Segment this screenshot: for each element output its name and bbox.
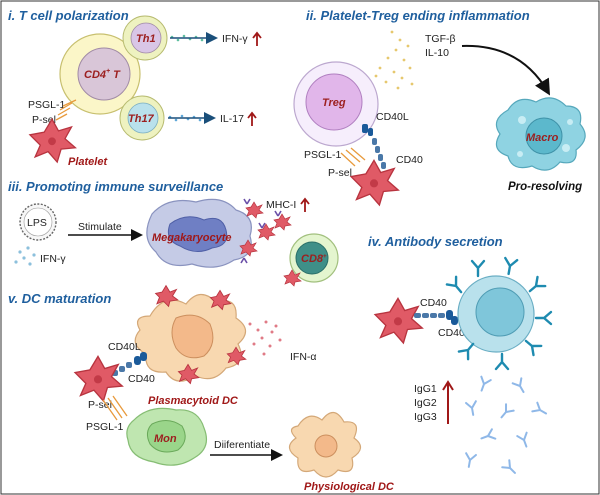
cd4-label: CD4+ T [84, 68, 121, 81]
secreted-antibody [465, 400, 480, 417]
b-cell [457, 275, 535, 353]
macro-label: Macro [526, 132, 559, 144]
cd8-t-cell: CD8+ [289, 233, 339, 283]
megakaryocyte-label: Megakaryocyte [152, 232, 232, 244]
psel-label-p5: P-sel [88, 399, 112, 411]
surface-antibody [524, 275, 547, 297]
cd40l-label-p2: CD40L [376, 111, 409, 123]
cd40-chain-p4 [414, 313, 445, 318]
pro-resolving-label: Pro-resolving [508, 181, 582, 193]
igg3-label: IgG3 [414, 411, 437, 423]
cd40l-label-p5: CD40L [108, 341, 141, 353]
macrophage-cell: Macro [495, 97, 586, 171]
secreted-antibody [462, 452, 477, 469]
differentiate-label: Diiferentiate [214, 439, 270, 451]
psgl1-psel-binding-p5 [102, 395, 128, 421]
plasmacytoid-dc-label: Plasmacytoid DC [148, 395, 239, 407]
secreted-antibody [496, 403, 515, 422]
th17-cell: Th17 [119, 95, 165, 141]
igg1-label: IgG1 [414, 383, 437, 395]
il10-label: IL-10 [425, 47, 449, 59]
physiological-dc-cell [288, 411, 362, 478]
surface-antibody [501, 256, 519, 277]
lps-particle: LPS [19, 203, 57, 241]
cd40-label-p5: CD40 [128, 373, 155, 385]
psgl1-psel-binding-p1 [55, 99, 77, 121]
tgfb-secretion-dots [374, 30, 414, 90]
ifng-label-p3: IFN-γ [40, 253, 66, 265]
secreted-antibody [501, 459, 520, 478]
surface-antibody [445, 275, 467, 298]
treg-cell: Treg [293, 61, 379, 147]
psgl1-label-p2: PSGL-1 [304, 149, 342, 161]
th1-label: Th1 [136, 33, 156, 45]
cd40-chain-p5 [112, 362, 132, 376]
stimulate-label: Stimulate [78, 221, 122, 233]
secreted-antibody [511, 377, 529, 396]
surface-antibody [534, 310, 553, 326]
secreted-antibody [516, 431, 533, 450]
cd40l-receptor-p5 [134, 352, 147, 365]
cd40-label-p4: CD40 [420, 297, 447, 309]
psgl1-label-p5: PSGL-1 [86, 421, 124, 433]
section-title-immune-surveillance: iii. Promoting immune surveillance [8, 179, 223, 194]
cd40l-receptor-p4 [446, 310, 458, 325]
ifn-alpha-label: IFN-α [290, 351, 316, 363]
physiological-dc-label: Physiological DC [304, 481, 395, 493]
secreted-antibodies [462, 375, 550, 478]
section-title-t-cell-polarization: i. T cell polarization [8, 8, 129, 23]
surface-antibody [470, 259, 486, 278]
plasmacytoid-dc-cell [134, 293, 247, 382]
psgl1-psel-binding-p2 [340, 147, 366, 167]
mhc-markers [240, 198, 282, 264]
pro-resolving-arrow [461, 44, 551, 96]
cd4-t-cell: CD4+ T [59, 33, 141, 115]
il17-label: IL-17 [220, 113, 244, 125]
cd8-label: CD8+ [301, 253, 327, 265]
lps-label: LPS [27, 217, 47, 229]
igg-up-arrow [442, 380, 454, 424]
secreted-antibody [478, 428, 497, 445]
ifn-alpha-dots [248, 320, 282, 356]
mon-label: Mon [154, 433, 177, 445]
th17-label: Th17 [128, 113, 155, 125]
ifng-dots-p3 [14, 246, 36, 266]
tgfb-label: TGF-β [425, 33, 456, 45]
th1-cell: Th1 [122, 15, 168, 61]
psgl1-label-p1: PSGL-1 [28, 99, 66, 111]
platelet-p2 [350, 159, 399, 206]
ifn-gamma-label: IFN-γ [222, 33, 248, 45]
platelet-p5 [74, 355, 123, 402]
secreted-antibody [475, 375, 492, 394]
surface-antibody [494, 352, 510, 371]
section-title-antibody-secretion: iv. Antibody secretion [368, 234, 503, 249]
ifn-gamma-up-arrow [252, 31, 262, 46]
section-title-dc-maturation: v. DC maturation [8, 291, 111, 306]
platelet-p4 [374, 297, 423, 344]
platelet-label: Platelet [68, 156, 108, 168]
psel-label-p2: P-sel [328, 167, 352, 179]
secreted-antibody [531, 401, 550, 419]
il17-up-arrow [247, 111, 257, 126]
megakaryocyte-cell: Megakaryocyte [146, 198, 252, 268]
mhc-label: MHC-I [266, 199, 296, 211]
mini-platelet-1 [245, 201, 264, 219]
igg2-label: IgG2 [414, 397, 437, 409]
cd40-label-p2: CD40 [396, 154, 423, 166]
mini-platelet-4 [273, 213, 292, 231]
monocyte-cell: Mon [126, 407, 207, 466]
cd40l-receptor-p2 [362, 124, 373, 136]
cd40-chain-p2 [372, 138, 386, 169]
treg-label: Treg [322, 97, 346, 109]
section-title-platelet-treg: ii. Platelet-Treg ending inflammation [306, 8, 530, 23]
mhc-up-arrow [300, 197, 310, 212]
